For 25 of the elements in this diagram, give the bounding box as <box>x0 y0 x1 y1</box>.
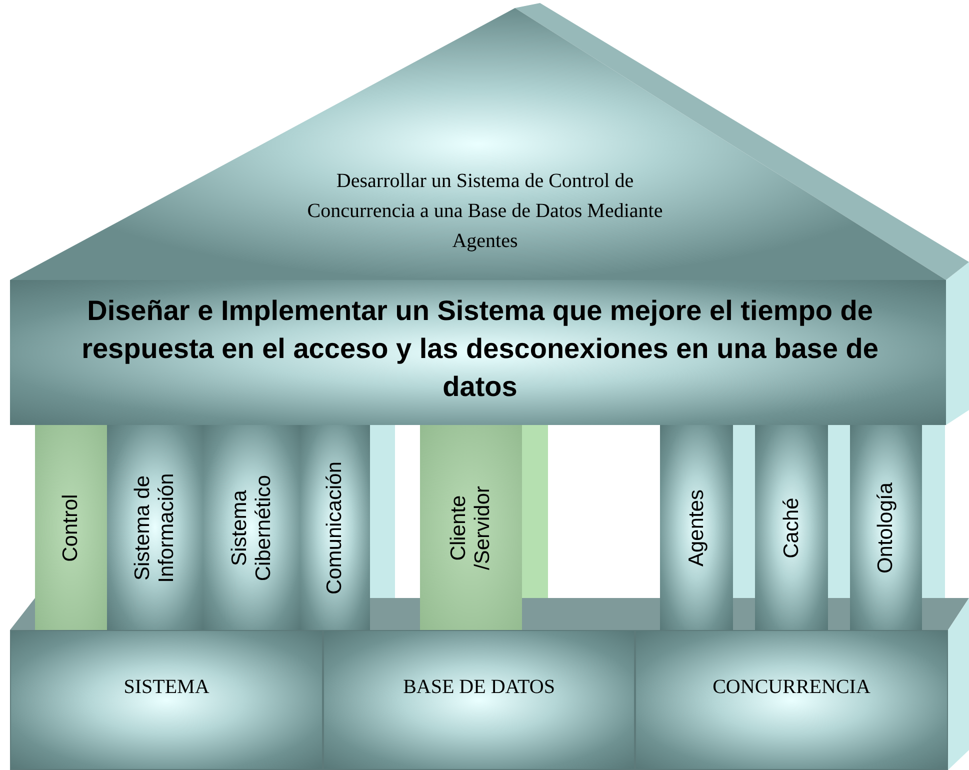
beam-text: Diseñar e Implementar un Sistema que mejore el tiempo de respuesta en el acceso y las desconexiones en una base de datos <box>80 294 880 404</box>
pillar-label: Ontología <box>874 480 898 576</box>
pillar-label: Sistema Cibernético <box>227 473 276 583</box>
entablature-beam <box>10 280 946 425</box>
pillar <box>300 425 370 630</box>
pillar <box>420 425 522 630</box>
base-label: CONCURRENCIA <box>712 676 872 699</box>
pillar <box>35 425 107 630</box>
base-label: BASE DE DATOS <box>402 676 556 699</box>
roof-text: Desarrollar un Sistema de Control de Concurrencia a una Base de Datos Mediante Agentes <box>306 169 664 254</box>
foundation-block <box>323 630 635 770</box>
pillar-label: Comunicación <box>322 460 347 596</box>
pillar <box>755 425 828 630</box>
base-label: SISTEMA <box>122 676 210 699</box>
pillar-label: Cliente /Servidor <box>446 484 495 572</box>
pillar <box>850 425 922 630</box>
pillar <box>660 425 733 630</box>
foundation-block <box>635 630 948 770</box>
pillar-label: Agentes <box>684 488 708 568</box>
pillar-label: Caché <box>779 496 804 560</box>
pillar <box>107 425 203 630</box>
pillar-label: Control <box>58 492 83 564</box>
pillar-label: Sistema de Información <box>130 472 179 584</box>
roof-pediment <box>10 8 946 280</box>
foundation-block <box>10 630 323 770</box>
